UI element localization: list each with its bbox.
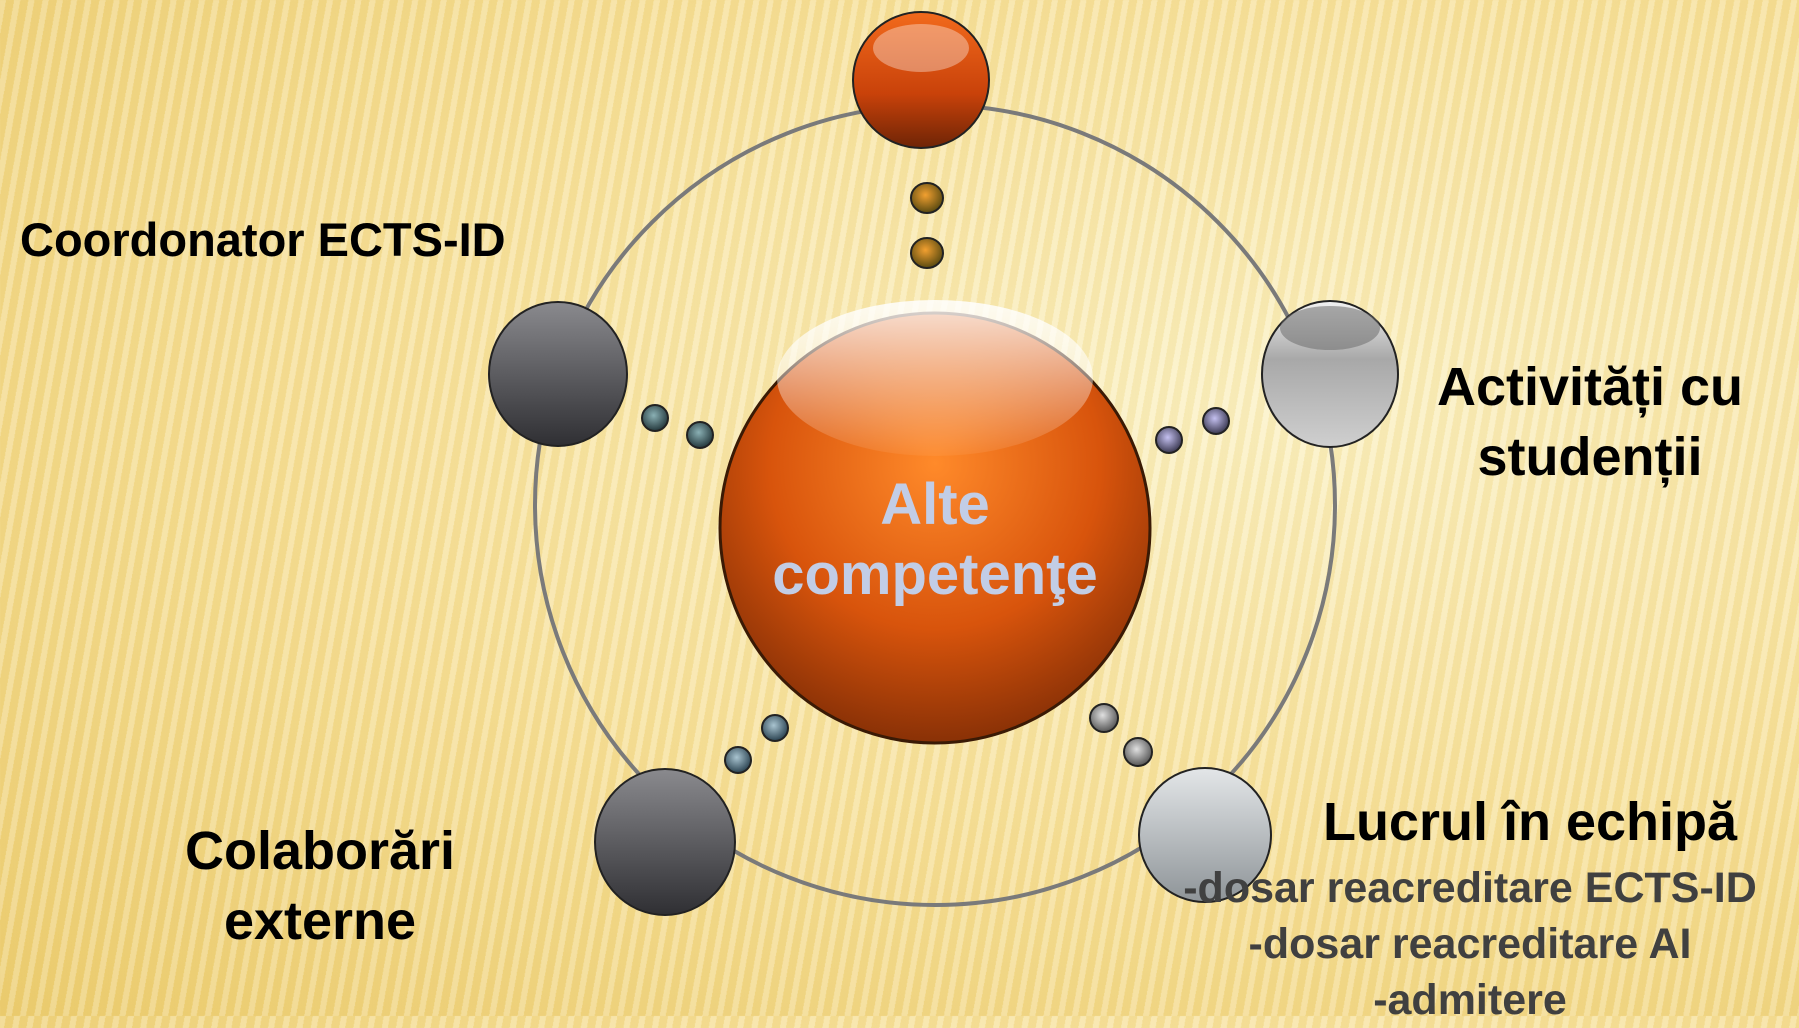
connector-dot (686, 421, 714, 449)
connector-dot (910, 182, 944, 214)
connector-dots-bottom-right (1089, 703, 1153, 767)
connector-dots-bottom-left (724, 714, 789, 774)
connector-dots-right (1155, 407, 1230, 454)
node-top-orange (852, 11, 990, 149)
lucrul-item-2: -dosar reacreditare AI (1248, 920, 1692, 968)
center-label-line1: Alte (880, 472, 990, 537)
node-activitati (1261, 300, 1399, 448)
center-node (718, 300, 1152, 745)
connector-dot (1123, 737, 1153, 767)
connector-dot (641, 404, 669, 432)
center-label-line2: competenţe (772, 542, 1098, 607)
connector-dot (1089, 703, 1119, 733)
connector-dots-left (641, 404, 714, 449)
center-label: Alte competenţe (720, 470, 1150, 610)
label-activitati-line1: Activități cu (1436, 357, 1744, 417)
connector-dots-top (910, 182, 944, 269)
lucrul-sub-items: -dosar reacreditare ECTS-ID -dosar reacr… (1140, 860, 1799, 1028)
label-activitati-line2: studenții (1477, 427, 1703, 487)
label-activitati: Activități cu studenții (1405, 352, 1775, 492)
connector-dot (761, 714, 789, 742)
lucrul-item-3: -admitere (1373, 976, 1567, 1024)
connector-dot (910, 237, 944, 269)
node-coordonator (488, 301, 628, 447)
connector-dot (724, 746, 752, 774)
label-colaborari-line2: externe (223, 891, 417, 951)
label-coordonator: Coordonator ECTS-ID (20, 213, 506, 266)
label-lucrul: Lucrul în echipă (1322, 792, 1738, 852)
lucrul-item-1: -dosar reacreditare ECTS-ID (1183, 864, 1757, 912)
node-colaborari (594, 768, 736, 916)
connector-dot (1155, 426, 1183, 454)
label-colaborari-line1: Colaborări (184, 821, 456, 881)
node-lucrul (1138, 767, 1272, 903)
connector-dot (1202, 407, 1230, 435)
label-colaborari: Colaborări externe (130, 816, 510, 956)
